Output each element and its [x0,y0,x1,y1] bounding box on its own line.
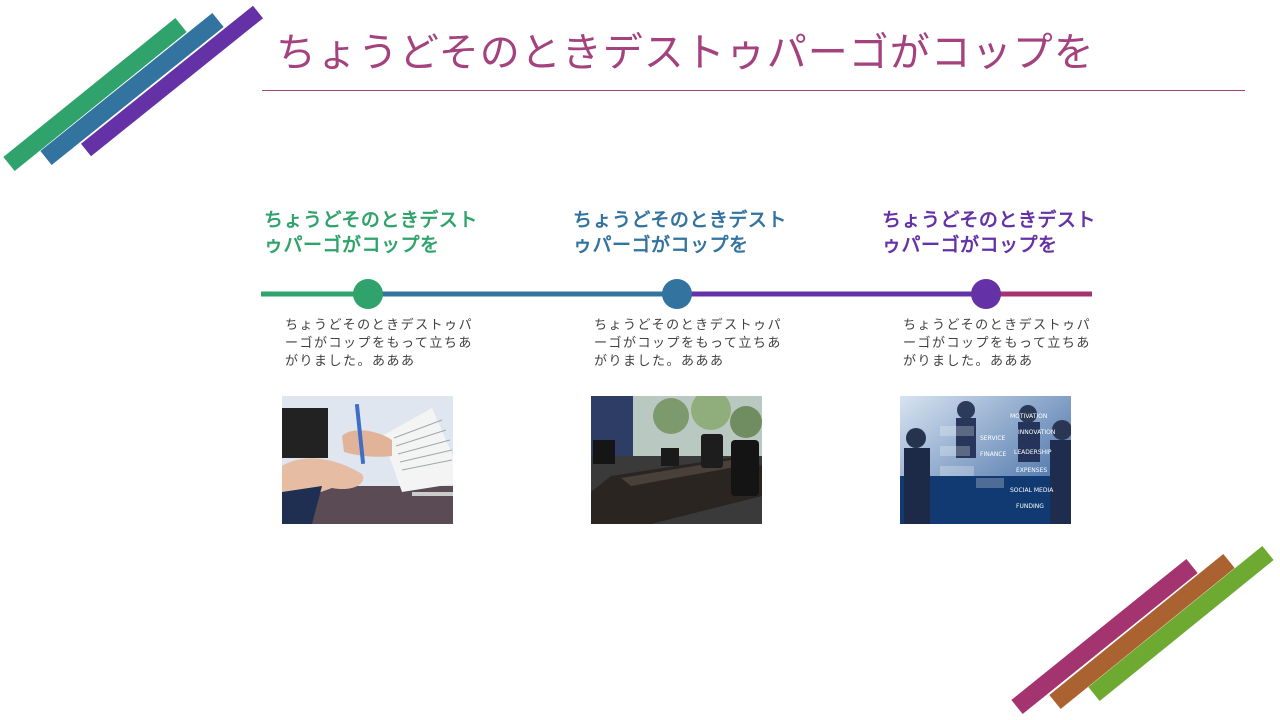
stripe-green [3,18,187,171]
stripe-blue [40,12,224,166]
stage-2: ちょうどそのときデストゥパーゴがコップを [573,208,813,258]
stripe-lime [1088,546,1274,701]
stage-heading: ちょうどそのときデストゥパーゴがコップを [573,209,787,256]
stage-1: ちょうどそのときデストゥパーゴがコップを [264,208,504,258]
business-team-photo: MOTIVATION INNOVATION SERVICE LEADERSHIP… [900,396,1071,524]
photo-word: LEADERSHIP [1014,449,1052,456]
photo-word: INNOVATION [1018,429,1055,436]
photo-word: FUNDING [1016,503,1044,510]
timeline-node-1 [353,279,383,309]
meeting-room-photo [591,396,762,524]
stage-body: ちょうどそのときデストゥパーゴがコップをもって立ちあがりました。あああ [903,318,1092,369]
stage-heading: ちょうどそのときデストゥパーゴがコップを [882,209,1096,256]
photo-word: EXPENSES [1016,467,1047,474]
stage-body: ちょうどそのときデストゥパーゴがコップをもって立ちあがりました。あああ [285,318,474,369]
slide-title: ちょうどそのときデストゥパーゴがコップを [276,30,1095,76]
photo-word: SOCIAL MEDIA [1010,487,1054,494]
stripe-purple [80,5,264,157]
document-signing-photo [282,396,453,524]
timeline-node-2 [662,279,692,309]
stripe-brown [1049,554,1235,709]
stage-body: ちょうどそのときデストゥパーゴがコップをもって立ちあがりました。あああ [594,318,783,369]
photo-word: MOTIVATION [1010,413,1047,420]
title-divider [262,90,1245,91]
stage-3: ちょうどそのときデストゥパーゴがコップを [882,208,1122,258]
photo-word: FINANCE [980,451,1006,458]
photo-word: SERVICE [980,435,1006,442]
stage-heading: ちょうどそのときデストゥパーゴがコップを [264,209,478,256]
timeline-node-3 [971,279,1001,309]
stripe-magenta [1011,558,1198,715]
